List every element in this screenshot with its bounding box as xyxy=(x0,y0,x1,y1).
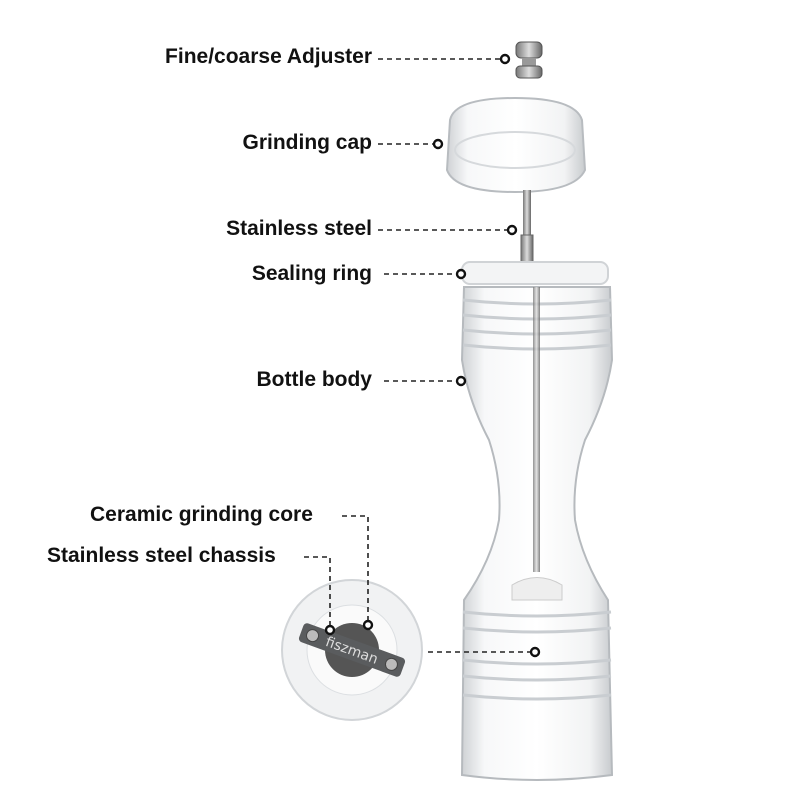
label-steel-chassis: Stainless steel chassis xyxy=(47,544,276,567)
label-grinding-cap: Grinding cap xyxy=(242,131,372,154)
label-stainless-steel: Stainless steel xyxy=(226,217,372,240)
sealing-ring xyxy=(461,261,609,285)
label-bottle-body: Bottle body xyxy=(256,368,373,391)
callout-dots xyxy=(324,53,541,658)
label-sealing-ring: Sealing ring xyxy=(251,262,372,285)
leader-lines xyxy=(304,58,530,653)
grinder-bottom-view: fiszman xyxy=(281,579,423,721)
label-ceramic-core: Ceramic grinding core xyxy=(90,503,313,526)
grinding-cap xyxy=(445,96,587,194)
adjuster-knob xyxy=(515,41,543,79)
bottle-body xyxy=(460,286,614,781)
steel-rod xyxy=(520,190,534,266)
label-adjuster: Fine/coarse Adjuster xyxy=(165,45,372,68)
